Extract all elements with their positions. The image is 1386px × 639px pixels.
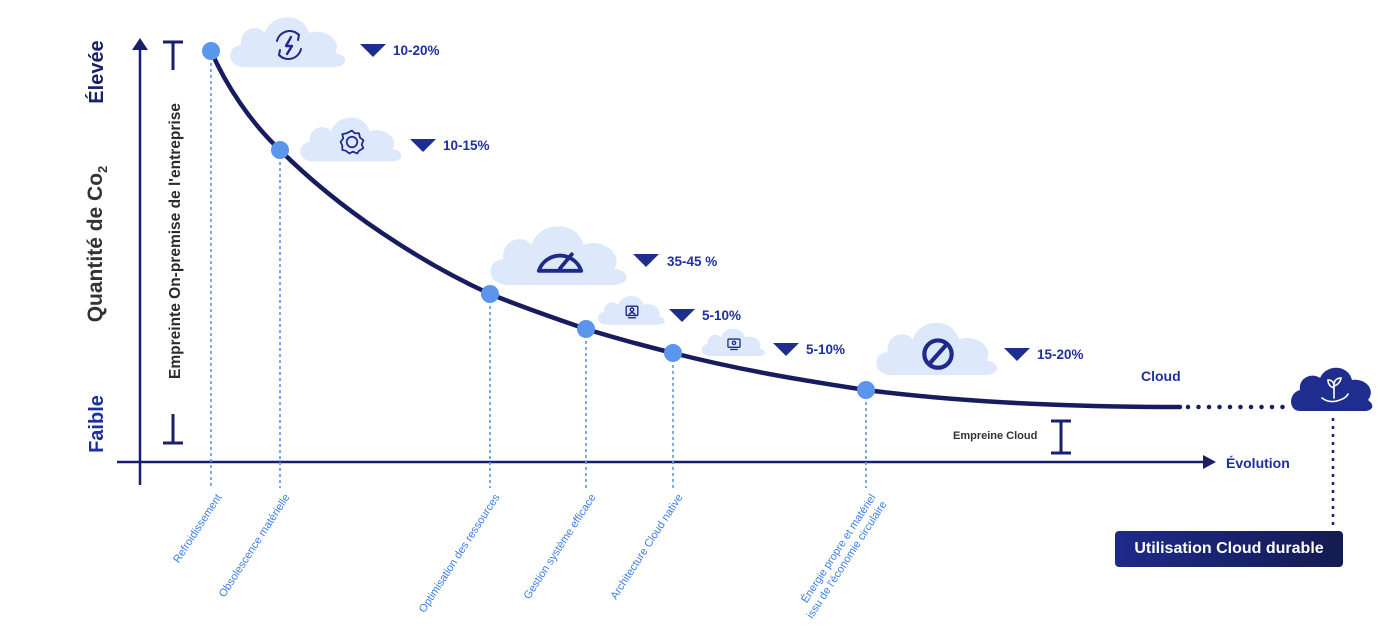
step-guides — [210, 51, 867, 488]
cloud-label: Cloud — [1141, 368, 1181, 384]
sustainable-cloud — [1291, 367, 1373, 411]
sustainable-cloud-usage-button[interactable]: Utilisation Cloud durable — [1115, 531, 1343, 567]
step-cloud — [876, 322, 998, 376]
step-label: Optimisation des ressources — [417, 492, 503, 615]
step-cloud — [490, 226, 627, 285]
gear-icon — [339, 129, 365, 155]
energy-refresh-icon — [276, 30, 302, 60]
step-cloud-shape — [876, 322, 998, 376]
reduction-down-arrow — [410, 139, 436, 152]
step-label: Énergie propre et matérielissu de l'écon… — [793, 492, 890, 621]
step-label: Refroidissement — [171, 492, 224, 565]
y-axis-title: Quantité de Co2 — [84, 166, 110, 323]
step-dot — [857, 381, 875, 399]
reduction-curve — [208, 48, 1183, 410]
step-label: Obsolescence matérielle — [217, 492, 293, 600]
y-high-label: Élevée — [85, 40, 108, 103]
monitor-gear-icon — [727, 338, 741, 351]
speedometer-icon — [536, 252, 584, 273]
reduction-value: 5-10% — [806, 342, 845, 357]
step-dot — [202, 42, 220, 60]
no-entry-icon — [922, 338, 954, 370]
reduction-down-arrow — [360, 44, 386, 57]
step-dot — [577, 320, 595, 338]
step-cloud — [597, 295, 665, 325]
step-cloud — [230, 17, 346, 67]
step-dot — [481, 285, 499, 303]
plant-hand-icon — [1321, 377, 1349, 403]
step-cloud-shape — [597, 295, 665, 325]
y-axis-title-subscript: 2 — [95, 166, 110, 173]
reduction-down-arrow — [1004, 348, 1030, 361]
step-cloud — [701, 328, 765, 357]
reduction-down-arrow — [773, 343, 799, 356]
sustainable-cloud-usage-label: Utilisation Cloud durable — [1134, 540, 1324, 557]
reduction-value: 10-20% — [393, 43, 440, 58]
sustainable-cloud-shape — [1291, 367, 1373, 411]
y-low-label: Faible — [86, 395, 108, 453]
x-axis-title: Évolution — [1226, 455, 1290, 471]
step-cloud-shape — [701, 328, 765, 357]
step-cloud-shape — [300, 117, 402, 162]
reduction-value: 35-45 % — [667, 254, 717, 269]
step-dot — [271, 141, 289, 159]
reduction-value: 15-20% — [1037, 347, 1084, 362]
y-axis-arrow — [132, 38, 148, 50]
x-axis-arrow — [1203, 455, 1216, 469]
step-dot — [664, 344, 682, 362]
reduction-down-arrow — [669, 309, 695, 322]
step-cloud — [300, 117, 402, 162]
step-label: Architecture Cloud native — [609, 492, 686, 602]
step-marks: 10-20% 10-15% 35-45 % 5-10% 5-10% 15-20% — [202, 17, 1084, 399]
onprem-footprint-label: Empreinte On-premise de l'entreprise — [167, 103, 184, 379]
cloud-footprint-label: Empreine Cloud — [953, 430, 1037, 442]
step-label: Gestion système efficace — [522, 492, 599, 601]
reduction-down-arrow — [633, 254, 659, 267]
reduction-value: 10-15% — [443, 138, 490, 153]
reduction-value: 5-10% — [702, 308, 741, 323]
monitor-person-icon — [625, 305, 639, 319]
